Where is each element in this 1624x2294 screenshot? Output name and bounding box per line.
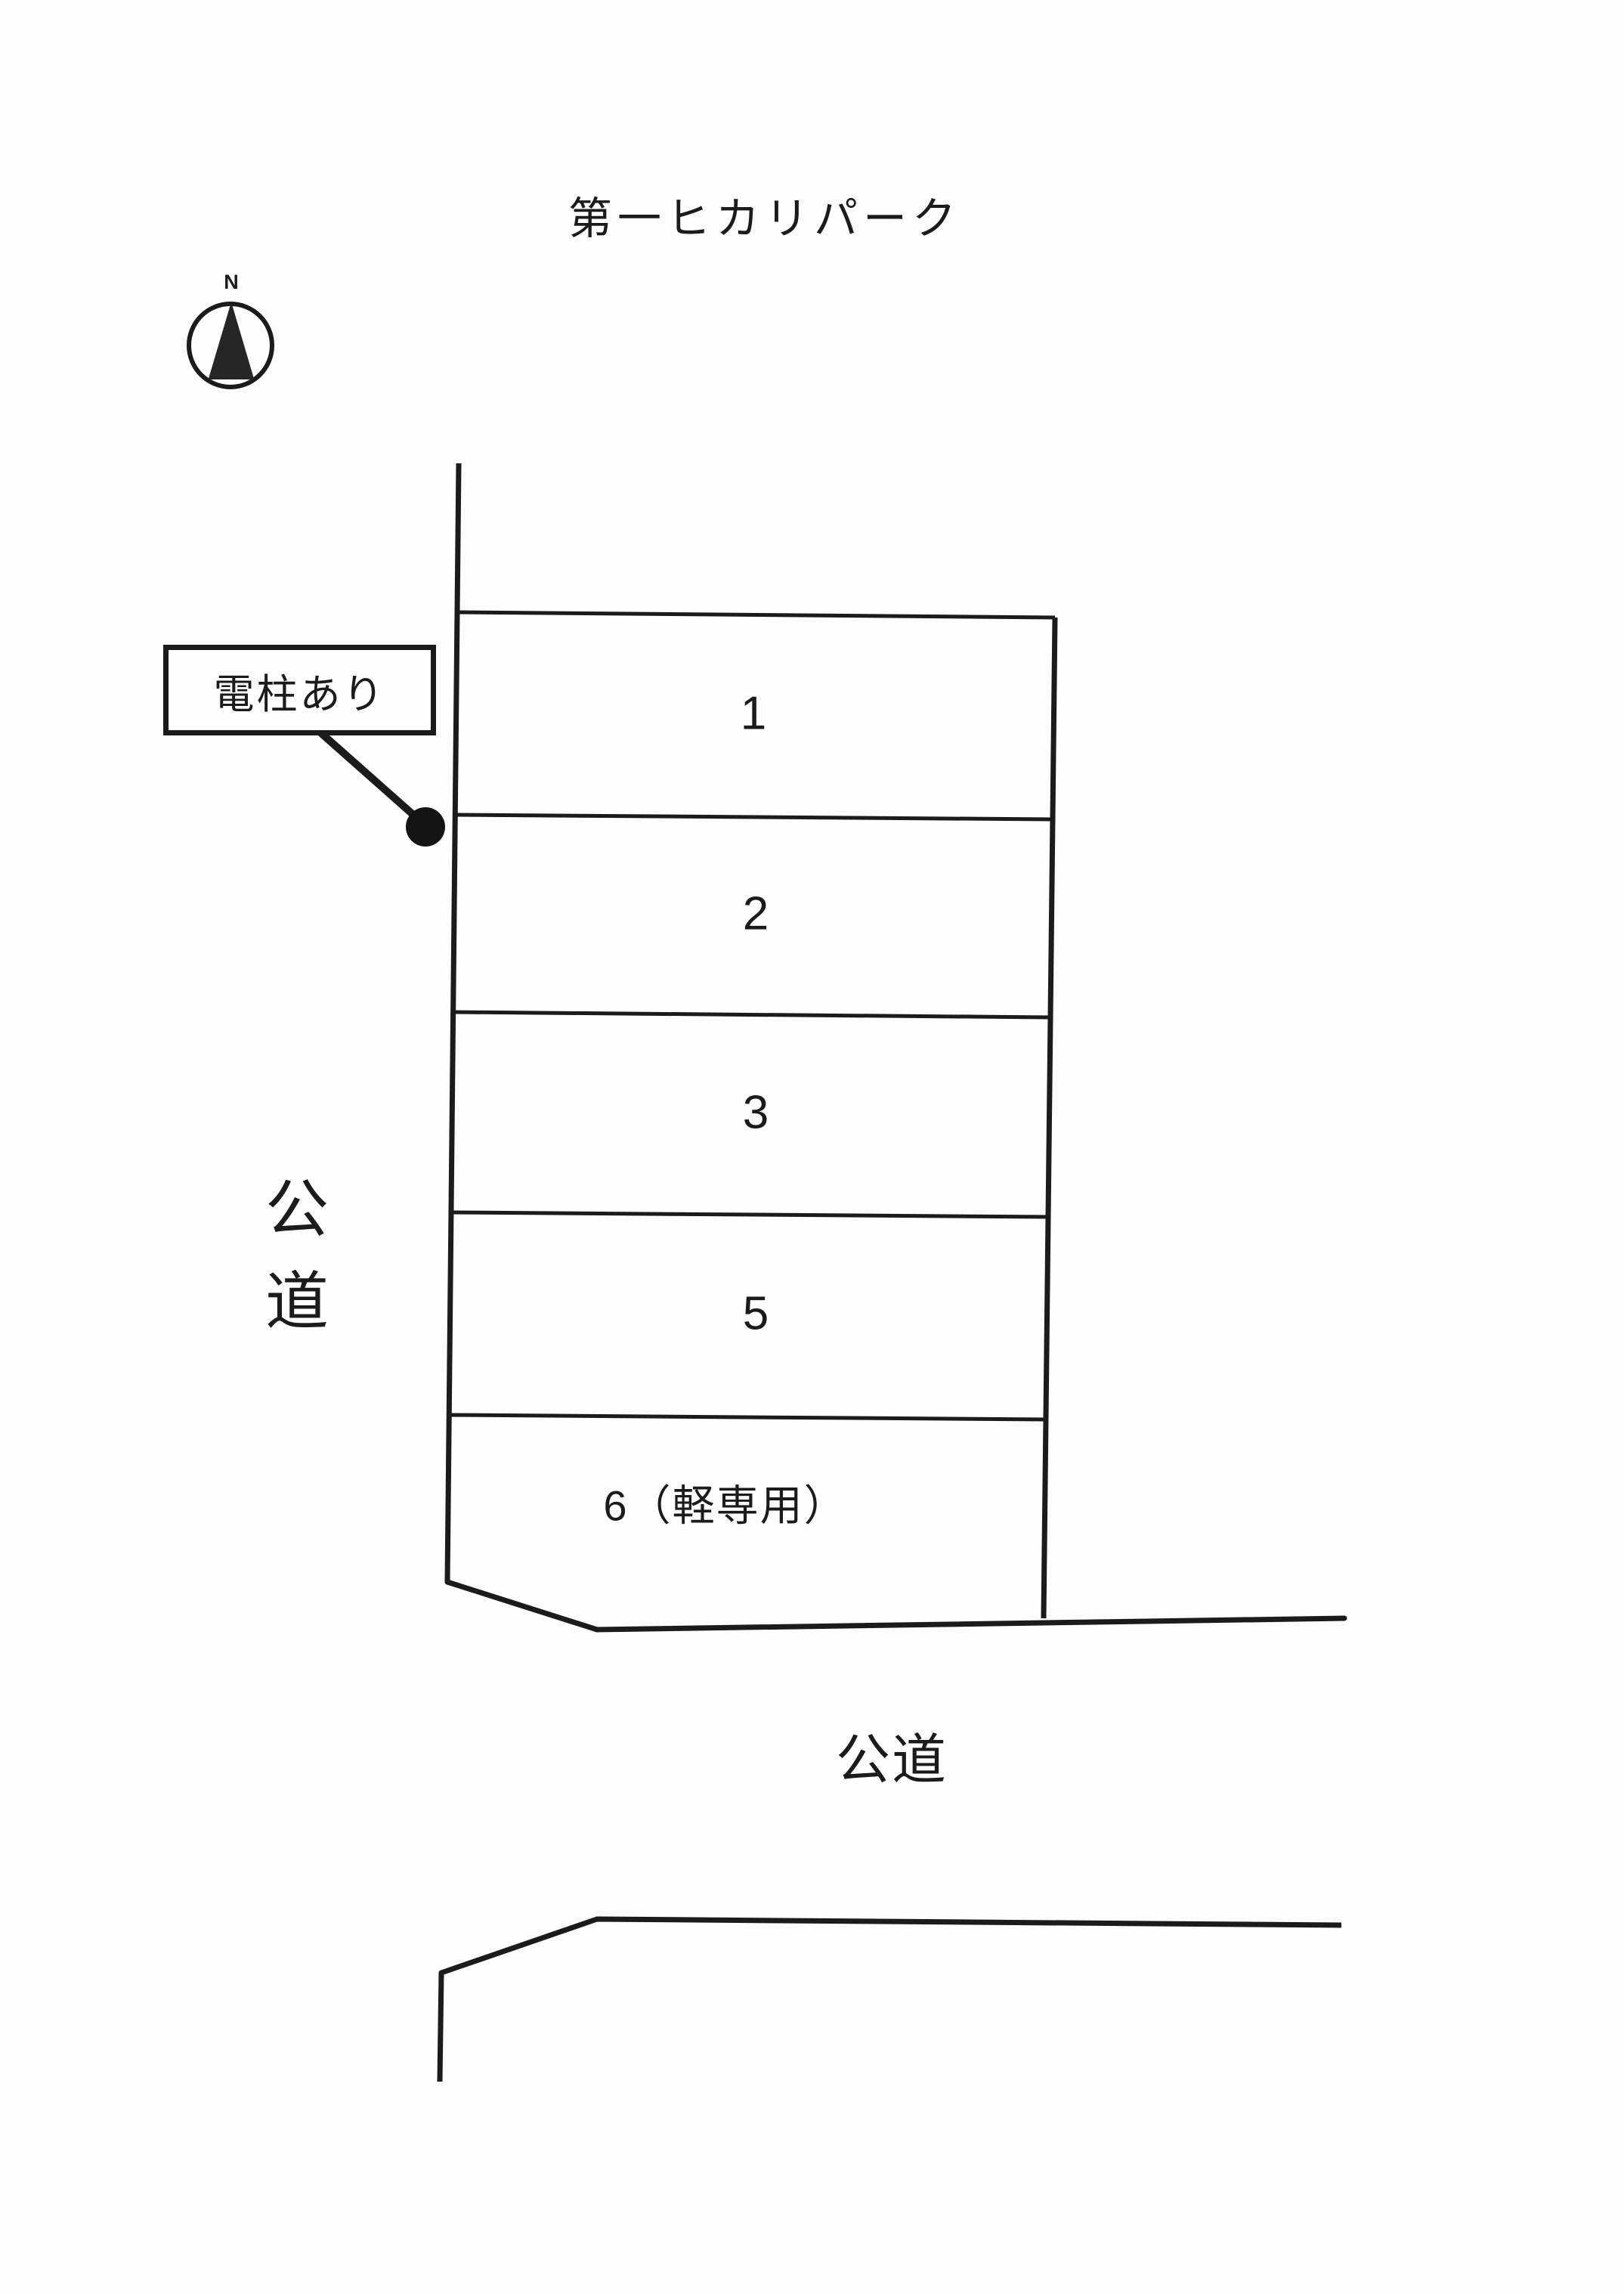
- lot-right-boundary-line: [1041, 617, 1058, 1619]
- stall-divider-2-3: [453, 1010, 1052, 1020]
- stall-label-6-kei: 6（軽専用）: [603, 1481, 848, 1530]
- lot-left-boundary-line: [444, 463, 599, 1633]
- public-road-left-char-2: 道: [264, 1266, 329, 1337]
- pole-note-box: 電柱あり: [163, 645, 436, 735]
- stall-label-5: 5: [742, 1287, 769, 1340]
- compass-north-label: N: [224, 271, 239, 293]
- stall-divider-5-6: [450, 1413, 1048, 1422]
- stall-label-3: 3: [742, 1086, 769, 1139]
- public-road-left-char-1: 公: [264, 1174, 329, 1245]
- public-road-label-bottom: 公道: [835, 1730, 948, 1791]
- utility-pole-dot: [406, 807, 445, 847]
- lot-bottom-road-edge-line: [594, 1615, 1347, 1633]
- stall-label-1: 1: [740, 687, 767, 740]
- stall-divider-3-5: [451, 1210, 1050, 1219]
- pole-leader-line: [317, 729, 424, 825]
- lower-road-far-edge-line: [437, 1916, 1342, 2082]
- compass-circle: [187, 302, 274, 389]
- compass-icon: [187, 302, 274, 389]
- compass-north-triangle: [208, 302, 255, 379]
- stall-top-line: [458, 610, 1056, 620]
- pole-note-text: 電柱あり: [213, 671, 386, 717]
- page-title: 第一ヒカリパーク: [568, 194, 961, 243]
- stall-label-2: 2: [742, 887, 769, 940]
- stall-divider-1-2: [456, 813, 1054, 822]
- public-road-label-left: 公 道: [262, 1178, 332, 1333]
